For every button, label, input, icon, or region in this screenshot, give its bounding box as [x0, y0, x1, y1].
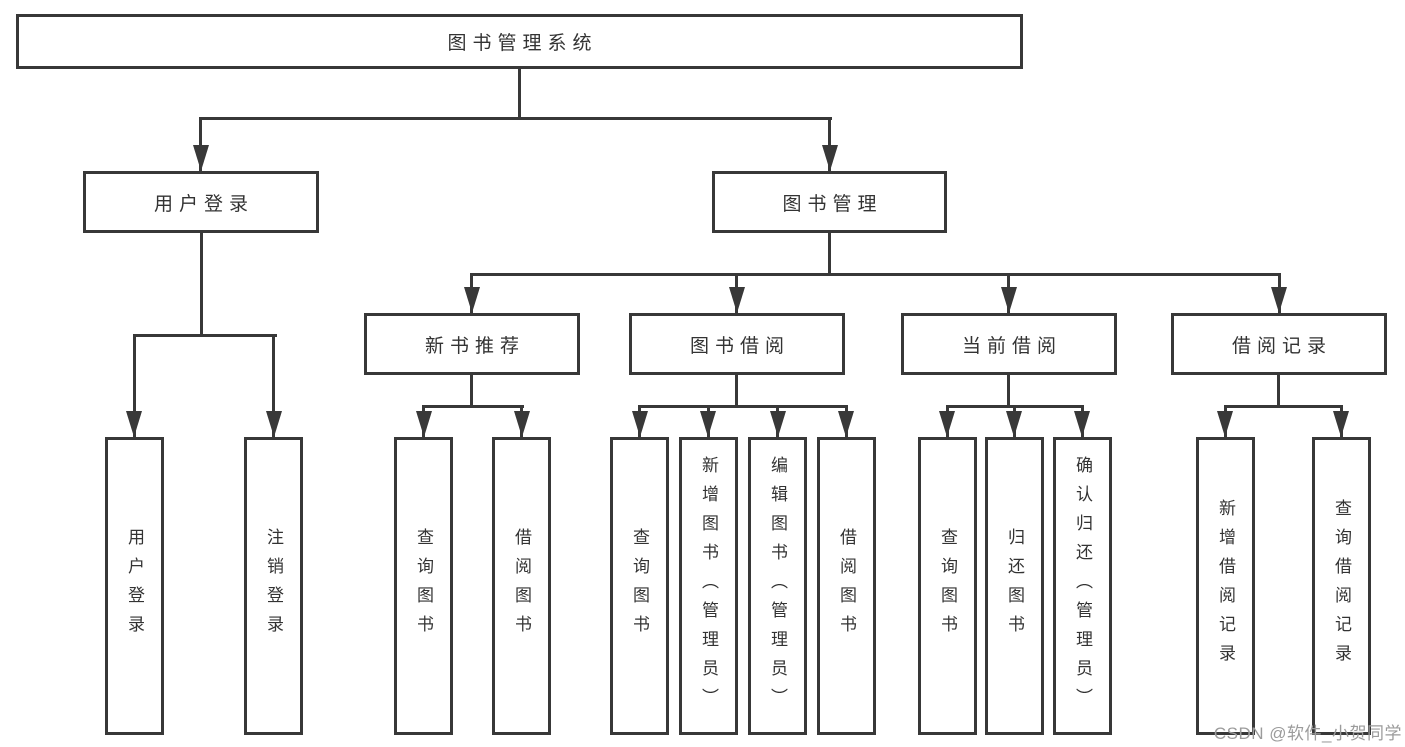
arrow-down-icon [838, 411, 854, 437]
arrow-down-icon [464, 287, 480, 313]
leaf-add-borrow-record: 新增借阅记录 [1196, 437, 1255, 735]
arrow-down-icon [1074, 411, 1090, 437]
node-borrowing-records: 借阅记录 [1171, 313, 1387, 375]
connector-line [828, 233, 831, 276]
connector-line [638, 405, 848, 408]
node-label: 查询图书 [630, 528, 649, 644]
node-label: 新增图书（管理员） [699, 455, 718, 717]
connector-line [735, 375, 738, 408]
connector-line [133, 334, 136, 437]
connector-line [199, 117, 202, 171]
arrow-down-icon [266, 411, 282, 437]
leaf-return-books: 归还图书 [985, 437, 1044, 735]
arrow-down-icon [193, 145, 209, 171]
node-label: 借阅记录 [1231, 335, 1332, 357]
connector-line [133, 334, 277, 337]
node-label: 归还图书 [1005, 528, 1024, 644]
connector-line [1277, 375, 1280, 408]
leaf-add-books-admin: 新增图书（管理员） [679, 437, 738, 735]
leaf-user-login: 用户登录 [105, 437, 164, 735]
leaf-borrow-books-borrowing: 借阅图书 [817, 437, 876, 735]
arrow-down-icon [1006, 411, 1022, 437]
node-label: 图书管理 [782, 193, 883, 215]
node-label: 用户登录 [125, 528, 144, 644]
node-label: 新增借阅记录 [1216, 499, 1235, 673]
node-user-login: 用户登录 [83, 171, 319, 233]
node-label: 查询图书 [414, 528, 433, 644]
node-label: 用户登录 [153, 193, 254, 215]
node-label: 查询图书 [938, 528, 957, 644]
arrow-down-icon [822, 145, 838, 171]
arrow-down-icon [514, 411, 530, 437]
node-current-borrowing: 当前借阅 [901, 313, 1117, 375]
node-new-book-recommendation: 新书推荐 [364, 313, 580, 375]
node-label: 图书借阅 [689, 335, 790, 357]
connector-line [199, 117, 832, 120]
arrow-down-icon [770, 411, 786, 437]
connector-line [518, 69, 521, 118]
leaf-confirm-return-admin: 确认归还（管理员） [1053, 437, 1112, 735]
leaf-query-borrow-record: 查询借阅记录 [1312, 437, 1371, 735]
node-book-management: 图书管理 [712, 171, 947, 233]
arrow-down-icon [632, 411, 648, 437]
watermark: CSDN @软件_小贺同学 [1213, 724, 1402, 743]
arrow-down-icon [1333, 411, 1349, 437]
connector-line [200, 233, 203, 337]
connector-line [828, 117, 831, 171]
leaf-logout-login: 注销登录 [244, 437, 303, 735]
arrow-down-icon [126, 411, 142, 437]
arrow-down-icon [700, 411, 716, 437]
leaf-query-books-current: 查询图书 [918, 437, 977, 735]
arrow-down-icon [1001, 287, 1017, 313]
arrow-down-icon [1271, 287, 1287, 313]
arrow-down-icon [939, 411, 955, 437]
node-book-borrowing: 图书借阅 [629, 313, 845, 375]
node-label: 注销登录 [264, 528, 283, 644]
node-label: 新书推荐 [424, 335, 525, 357]
node-library-management-system: 图书管理系统 [16, 14, 1023, 69]
connector-line [470, 273, 1281, 276]
connector-line [422, 405, 524, 408]
node-label: 查询借阅记录 [1332, 499, 1351, 673]
arrow-down-icon [1217, 411, 1233, 437]
leaf-query-books-recommend: 查询图书 [394, 437, 453, 735]
node-label: 当前借阅 [961, 335, 1062, 357]
node-label: 借阅图书 [512, 528, 531, 644]
connector-line [272, 334, 275, 437]
node-label: 借阅图书 [837, 528, 856, 644]
connector-line [1224, 405, 1343, 408]
connector-line [470, 375, 473, 408]
leaf-query-books-borrowing: 查询图书 [610, 437, 669, 735]
node-label: 编辑图书（管理员） [768, 455, 787, 717]
connector-line [1007, 375, 1010, 408]
node-label: 确认归还（管理员） [1073, 455, 1092, 717]
node-label: 图书管理系统 [447, 33, 598, 54]
arrow-down-icon [416, 411, 432, 437]
leaf-edit-books-admin: 编辑图书（管理员） [748, 437, 807, 735]
arrow-down-icon [729, 287, 745, 313]
leaf-borrow-books-recommend: 借阅图书 [492, 437, 551, 735]
